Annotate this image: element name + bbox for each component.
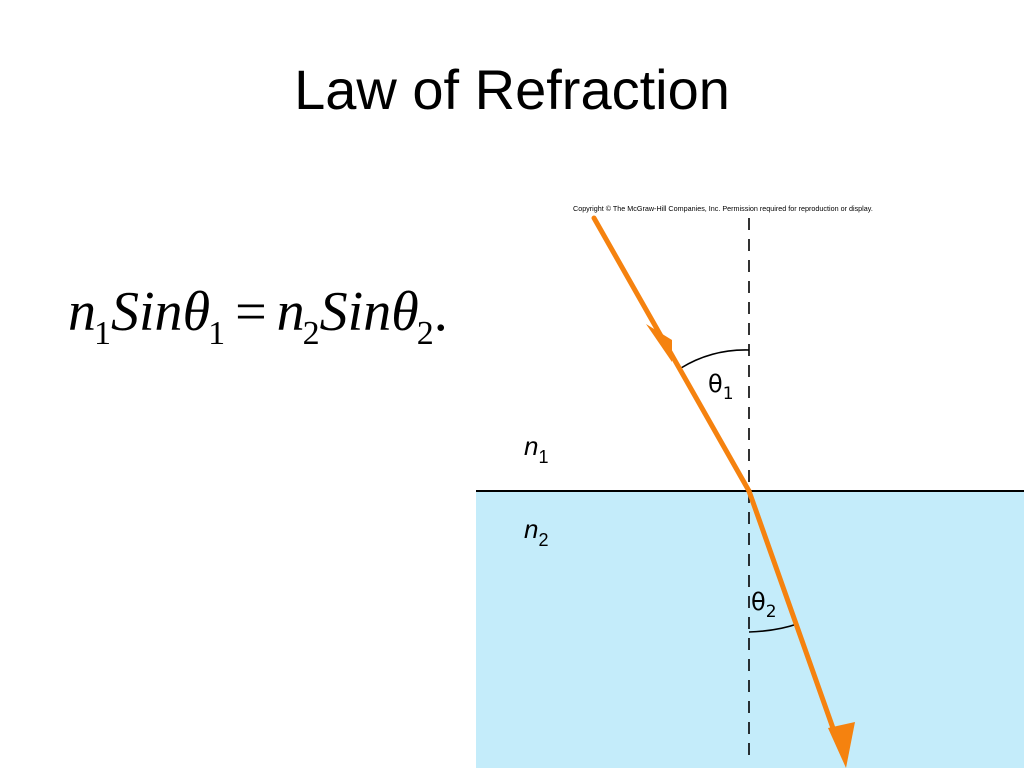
incident-ray-arrowhead [646,324,672,362]
eq-n1: n [68,281,96,343]
medium-2-region [476,491,1024,768]
eq-n2-subscript: 2 [302,315,320,352]
medium-2-subscript: 2 [538,530,548,550]
eq-equals: = [235,281,267,343]
eq-theta1: θ [182,281,211,343]
refraction-equation: n1Sinθ1=n2Sinθ2. [68,281,448,351]
refracted-ray-arrowhead [828,722,855,768]
slide-title: Law of Refraction [294,58,730,121]
eq-n1-subscript: 1 [94,315,111,352]
medium-1-symbol: n [524,431,538,461]
angle-2-subscript: 2 [766,602,777,622]
eq-theta2: θ [391,281,419,343]
angle-2-label: θ2 [751,588,777,622]
medium-2-label: n2 [524,514,548,550]
angle-2-symbol: θ [751,588,766,616]
medium-1-label: n1 [524,431,548,467]
medium-2-symbol: n [524,514,538,544]
angle-1-subscript: 1 [723,384,734,404]
angle-1-arc [680,349,750,369]
copyright-notice: Copyright © The McGraw-Hill Companies, I… [573,204,873,213]
eq-period: . [433,281,448,343]
eq-n2: n [276,281,305,343]
refracted-ray [746,488,843,751]
angle-2-arc [748,623,798,633]
eq-theta2-subscript: 2 [416,315,434,352]
angle-1-label: θ1 [708,370,734,404]
eq-sin1: Sin [111,281,183,343]
medium-1-subscript: 1 [538,447,548,467]
angle-1-symbol: θ [708,370,723,398]
eq-theta1-subscript: 1 [208,315,226,352]
eq-sin2: Sin [319,281,392,343]
